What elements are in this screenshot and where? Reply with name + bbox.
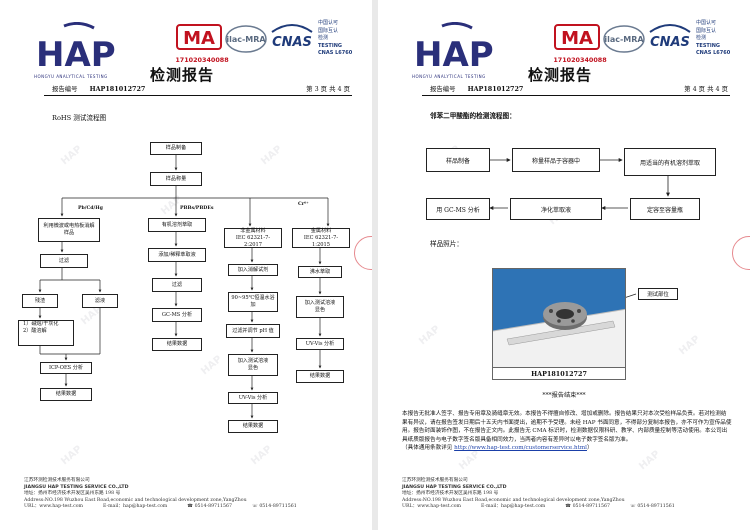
flow-water-bath: 90~95℃恒温水浴加	[228, 292, 278, 312]
flow-connectors	[38, 155, 330, 419]
terms-link[interactable]: http://www.hap-test.com/customerservice.…	[454, 445, 587, 452]
cnas-logo-text: CNAS	[272, 35, 312, 50]
branch-label-pbb: PBBs/PBDEs	[180, 206, 214, 211]
cma-logo-text: MA	[183, 28, 215, 49]
report-disclaimer: 本报告无批准人签字、报告专用章及骑缝章无效。本报告不得擅自修改、增加或删除。报告…	[402, 411, 732, 452]
ilac-mra-logo: ilac-MRA	[603, 25, 645, 53]
header-divider	[44, 95, 352, 96]
cnas-logo-text: CNAS	[650, 35, 690, 50]
flow-weigh-sample: 称量样品于容器中	[512, 148, 600, 172]
header-divider	[422, 95, 730, 96]
flow-filter-2: 过滤	[152, 278, 202, 292]
photo-label: 样品照片：	[430, 240, 463, 248]
page-number: 第 3 页 共 4 页	[306, 85, 350, 93]
ilac-logo-text: ilac-MRA	[226, 35, 266, 44]
report-title: 检测报告	[150, 66, 215, 84]
flow-purify-extract: 净化萃取液	[510, 198, 602, 220]
branch-label-pb: Pb/Cd/Hg	[78, 206, 103, 211]
flow-gcms-analysis: GC-MS 分析	[152, 308, 202, 322]
flow-add-color-1: 加入测试溶液显色	[228, 354, 278, 376]
phone-icon: ☎	[187, 504, 195, 510]
flow-sample-weigh: 样品称量	[150, 172, 202, 186]
flow-filter-1: 过滤	[40, 254, 88, 268]
test-area-callout: 测试部位	[638, 288, 678, 300]
flow-uvvis-2: UV-Vis 分析	[296, 338, 344, 350]
flow-add-dilute: 添加/稀释萃取液	[148, 248, 206, 262]
flow-organic-extract: 有机溶剂萃取	[148, 218, 206, 232]
flow-result-3: 结果数据	[228, 420, 278, 433]
fax-icon: ☏	[251, 504, 260, 510]
ilac-logo-text: ilac-MRA	[604, 35, 644, 44]
flow-gcms-analysis: 用 GC-MS 分析	[426, 198, 490, 220]
cnas-logo: CNAS	[649, 24, 691, 50]
flow-sample-prep: 样品制备	[150, 142, 202, 155]
flow-filter-ph: 过滤并调节 pH 值	[226, 324, 280, 338]
branch-label-cr: Cr⁶⁺	[298, 202, 309, 207]
report-title: 检测报告	[528, 66, 593, 84]
flow-solvent-extract: 用适当的有机溶剂萃取	[624, 148, 716, 176]
flow-boil-extract: 沸水萃取	[298, 266, 342, 278]
cma-logo: MA	[176, 24, 222, 50]
sample-photo-image	[493, 269, 625, 367]
flow-microwave-digest: 利用微波或电热板消解样品	[38, 218, 100, 242]
flow-result-2: 结果数据	[152, 338, 202, 351]
cma-number: 171020340088	[175, 56, 229, 64]
flow-dilute-volume: 定容至容量瓶	[630, 198, 700, 220]
flow-sample-prep: 样品制备	[426, 148, 490, 172]
hap-logo-text: HAP	[36, 35, 116, 74]
report-page-4: HAP HAP HAP HAP HAP HAP HAP HAP HONGYU A…	[378, 0, 750, 530]
page-number: 第 4 页 共 4 页	[684, 85, 728, 93]
fax-icon: ☏	[629, 504, 638, 510]
flow-result-1: 结果数据	[40, 388, 92, 401]
section-title: 邻苯二甲酸酯的检测流程图：	[430, 112, 516, 120]
page-footer: 江苏环测检测技术服务有限公司 JIANGSU HAP TESTING SERVI…	[24, 478, 297, 510]
hap-logo: HAP	[414, 22, 494, 74]
flow-residue: 残渣	[22, 294, 58, 308]
cma-number: 171020340088	[553, 56, 607, 64]
flow-result-4: 结果数据	[296, 370, 344, 383]
page-footer: 江苏环测检测技术服务有限公司 JIANGSU HAP TESTING SERVI…	[402, 478, 675, 510]
phone-icon: ☎	[565, 504, 573, 510]
report-end-mark: ***报告结束***	[542, 392, 586, 399]
flow-filtrate: 滤液	[82, 294, 118, 308]
report-page-3: HAP HAP HAP HAP HAP HAP HAP HAP HAP HONG…	[0, 0, 372, 530]
cma-logo-text: MA	[561, 28, 593, 49]
hap-subtitle: HONGYU ANALYTICAL TESTING	[34, 74, 108, 79]
hap-logo: HAP	[36, 22, 116, 74]
section-title: RoHS 测试流程图	[52, 114, 107, 122]
cma-logo: MA	[554, 24, 600, 50]
hap-subtitle: HONGYU ANALYTICAL TESTING	[412, 74, 486, 79]
photo-caption: HAP181012727	[492, 368, 626, 380]
cnas-caption: 中国认可 国际互认 检测 TESTING CNAS L6760	[696, 20, 731, 57]
flow-uvvis-1: UV-Vis 分析	[228, 392, 278, 404]
cnas-logo: CNAS	[271, 24, 313, 50]
flow-icp-analysis: ICP-OES 分析	[40, 362, 92, 374]
flow-add-digest-reagent: 加入消解试剂	[228, 264, 278, 276]
ilac-mra-logo: ilac-MRA	[225, 25, 267, 53]
flow-add-color-2: 加入测试溶液显色	[296, 296, 344, 318]
cnas-caption: 中国认可 国际互认 检测 TESTING CNAS L6760	[318, 20, 353, 57]
hap-logo-text: HAP	[414, 35, 494, 74]
sample-photo	[492, 268, 626, 368]
